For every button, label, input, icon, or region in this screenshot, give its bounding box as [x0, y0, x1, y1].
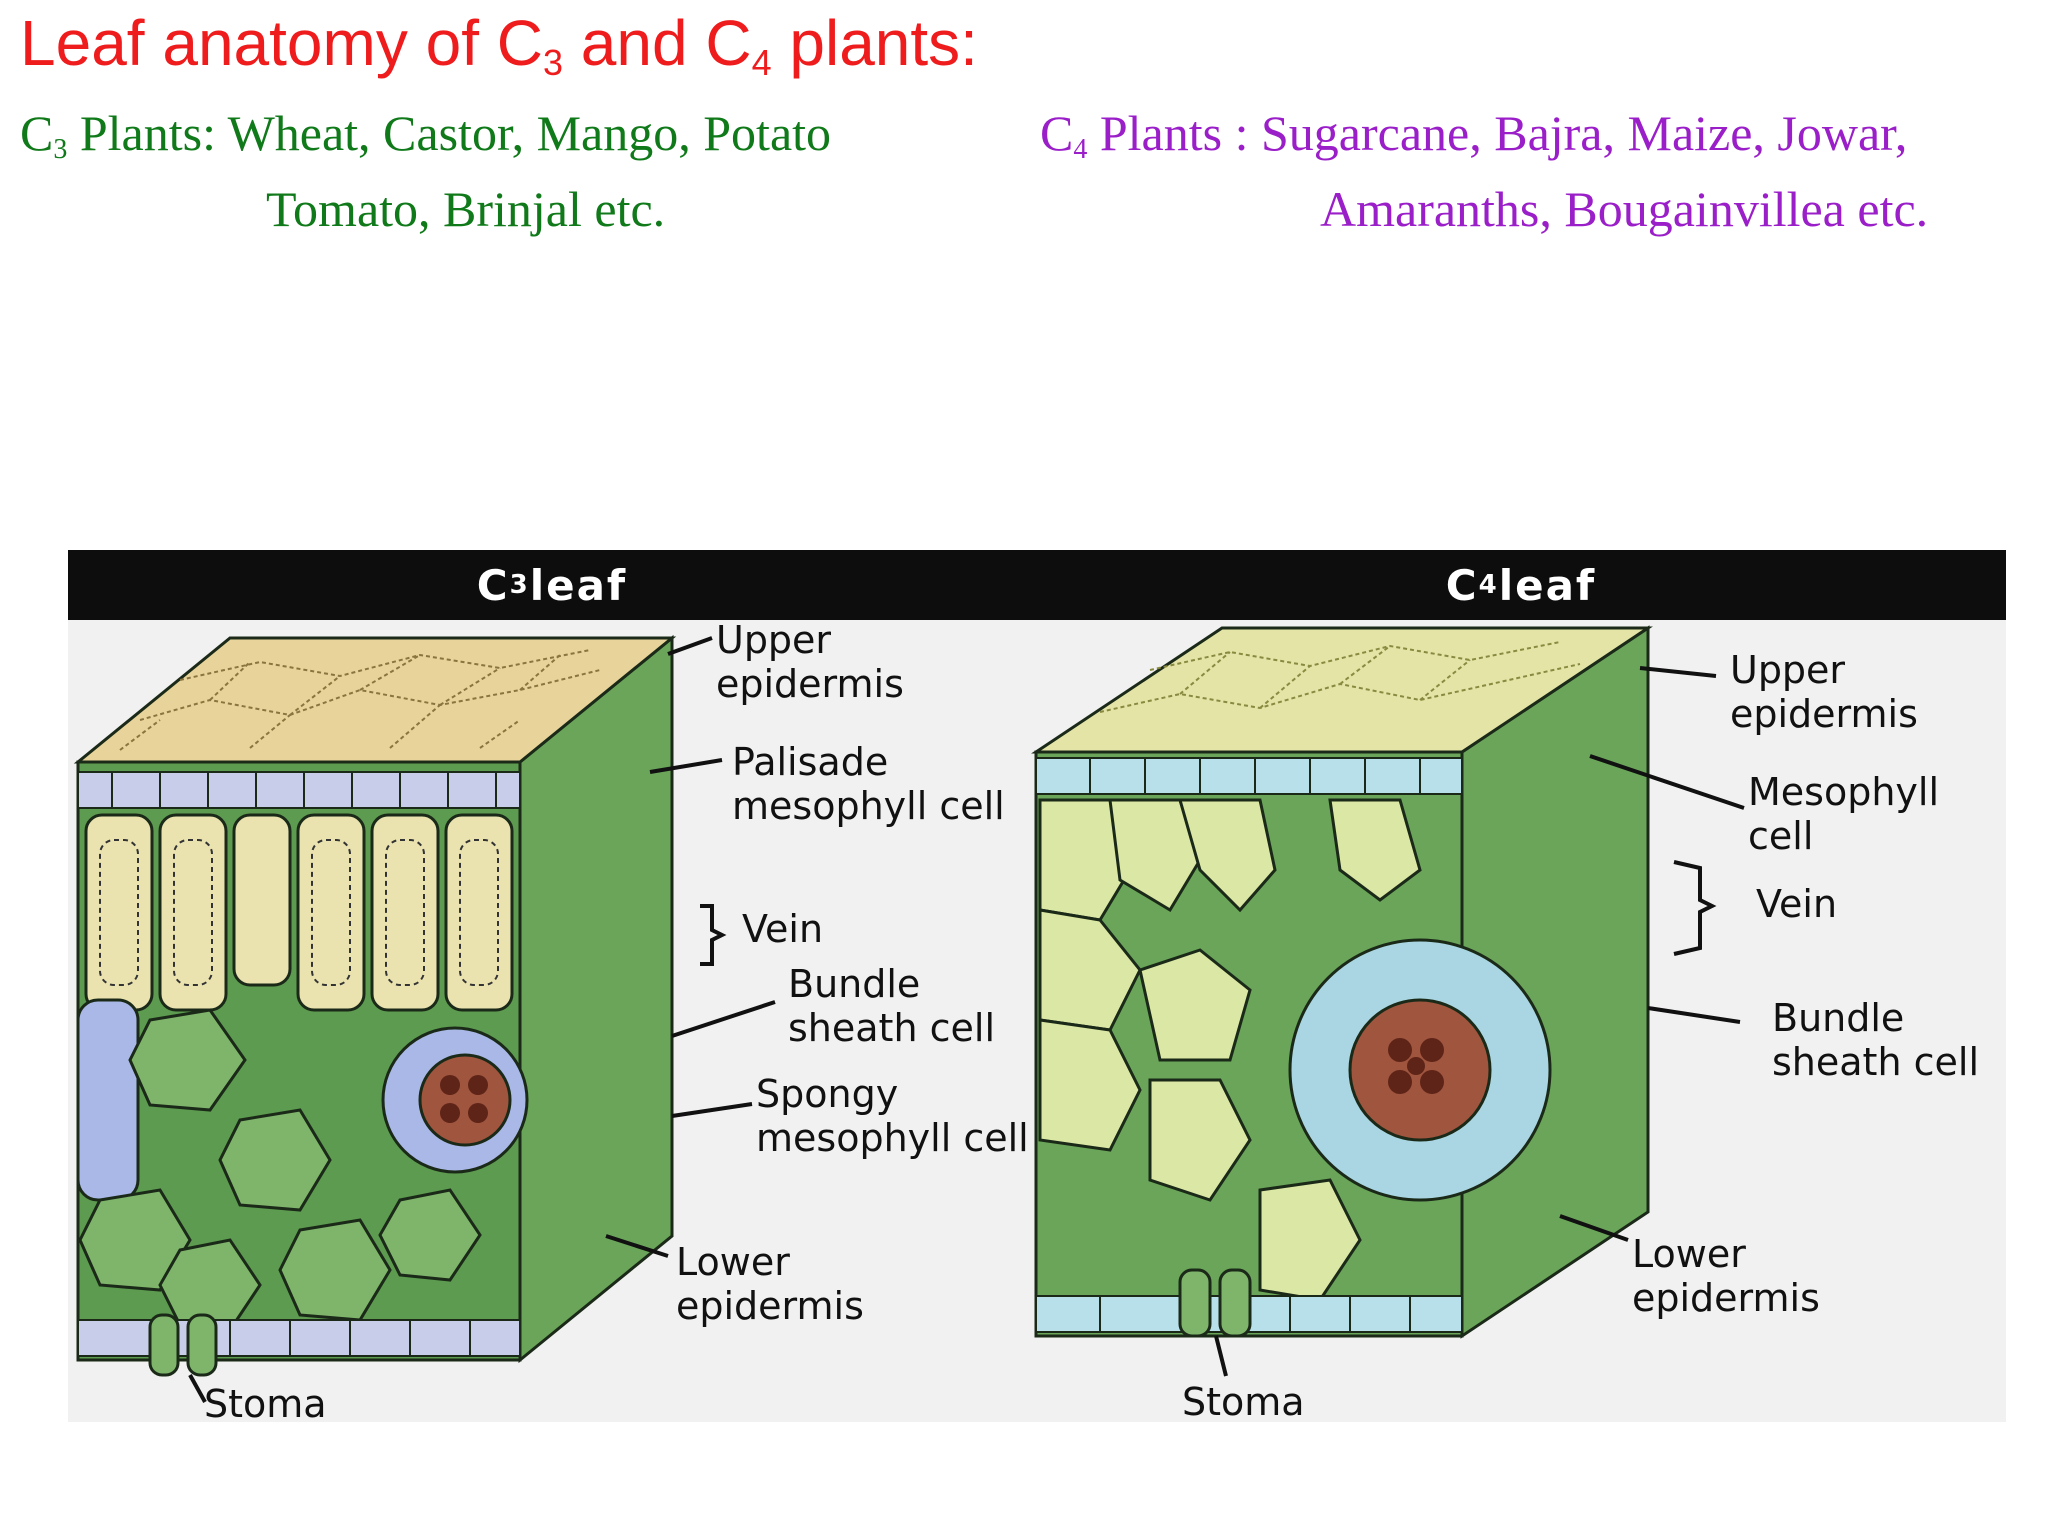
c3-plants-line2: Tomato, Brinjal etc. — [266, 181, 666, 237]
c3-stoma-label: Stoma — [204, 1382, 327, 1426]
c4-stoma-label: Stoma — [1182, 1380, 1305, 1424]
c3-vein-label: Vein — [742, 907, 824, 951]
c4-plants-line2: Amaranths, Bougainvillea etc. — [1320, 181, 1929, 237]
c4-vein-label: Vein — [1756, 882, 1838, 926]
c4-leaf-block — [1031, 625, 1653, 1339]
c3-leaf-block — [73, 634, 677, 1377]
c4-plants-line1: C4 Plants : Sugarcane, Bajra, Maize, Jow… — [1040, 105, 1908, 165]
page-title: Leaf anatomy of C3 and C4 plants: — [20, 7, 978, 83]
c3-plants-line1: C3 Plants: Wheat, Castor, Mango, Potato — [20, 105, 832, 165]
